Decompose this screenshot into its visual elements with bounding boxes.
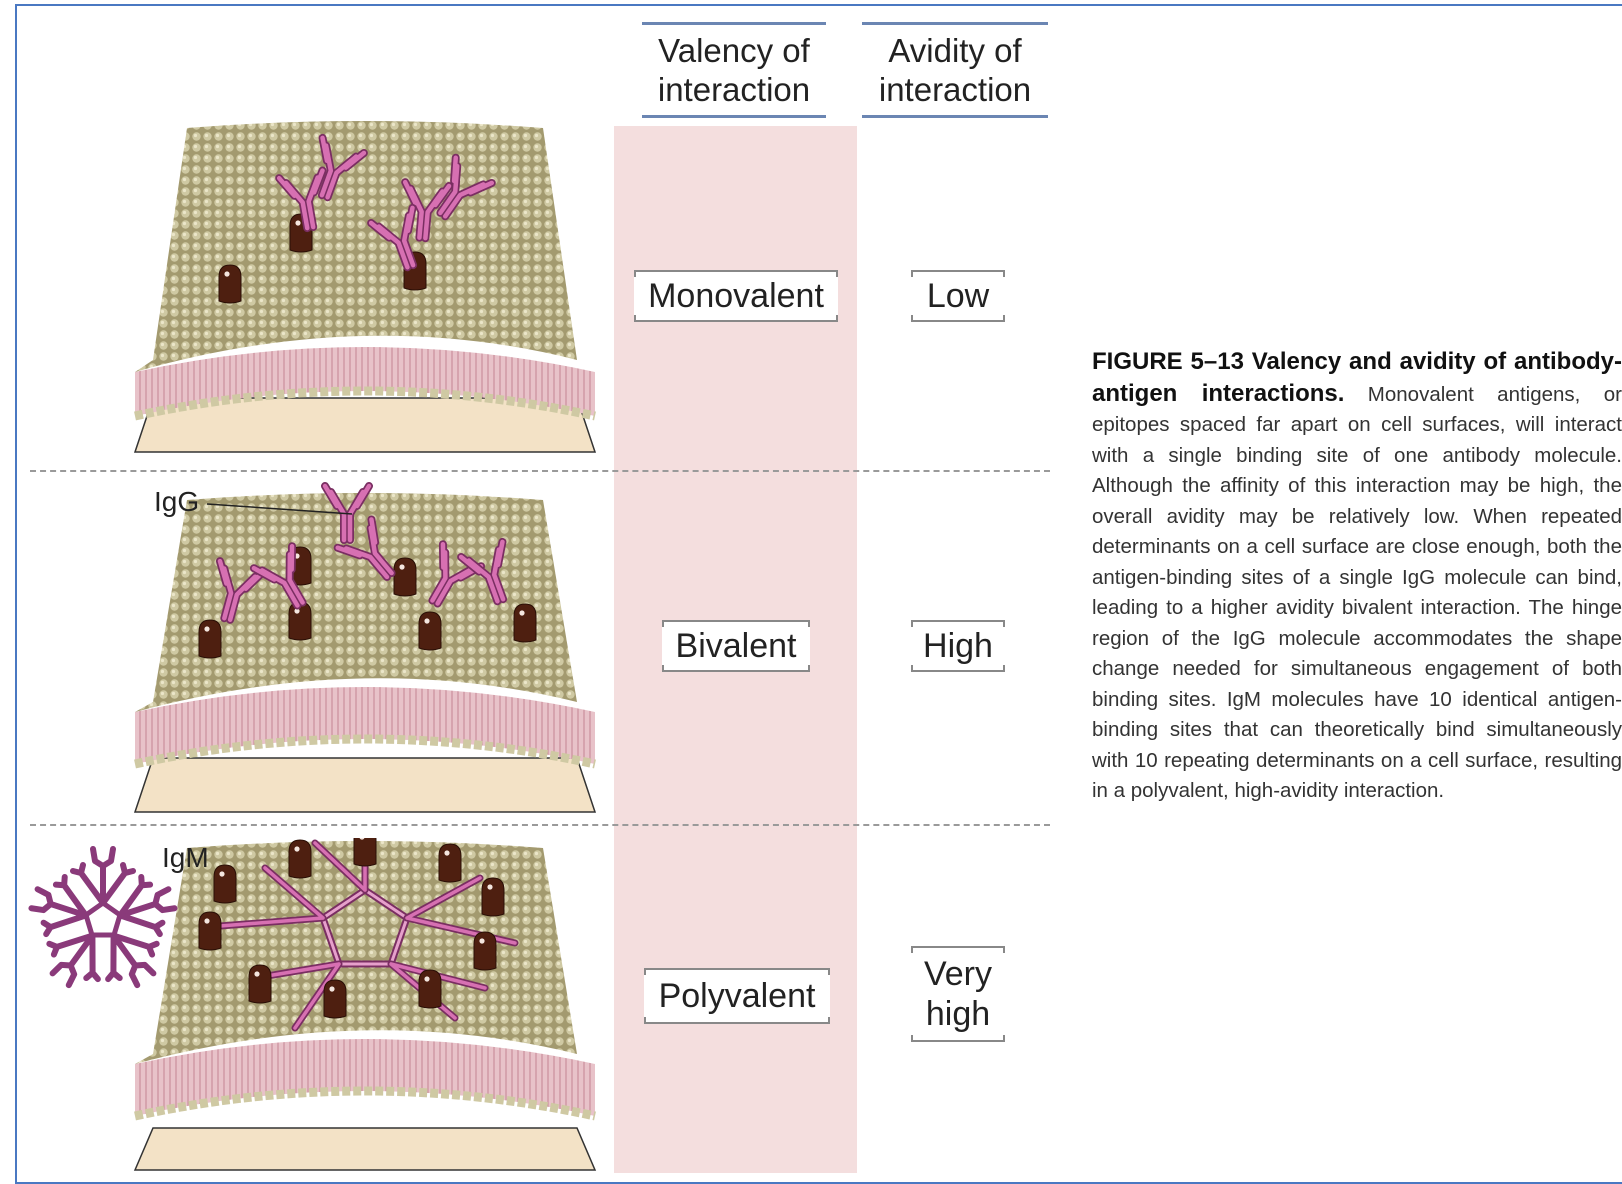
antigen (439, 844, 461, 882)
igg-label: IgG (154, 486, 199, 518)
row-2-valency-label: Bivalent (662, 620, 810, 672)
row-2-avidity-label: High (911, 620, 1005, 672)
antigen (419, 612, 441, 650)
antigen (214, 865, 236, 903)
membrane-base (135, 758, 595, 812)
row-3-avidity-label: Very high (911, 946, 1005, 1042)
antigen (482, 878, 504, 916)
antigen (324, 980, 346, 1018)
membrane-base (135, 1128, 595, 1170)
polyvalent-membrane-illustration (125, 838, 605, 1173)
valency-header-line1: Valency of (642, 31, 826, 70)
igm-label: IgM (162, 842, 209, 874)
row-1-valency-text: Monovalent (648, 277, 824, 315)
bivalent-membrane-illustration (125, 480, 605, 820)
antigen (474, 932, 496, 970)
antigen (419, 970, 441, 1008)
monovalent-membrane-illustration (125, 120, 605, 460)
row-3-avidity-line1: Very (911, 954, 1005, 994)
antigen (249, 965, 271, 1003)
membrane-surface (135, 841, 577, 1064)
row-3-valency-text: Polyvalent (659, 977, 816, 1015)
figure-caption: FIGURE 5–13 Valency and avidity of antib… (1092, 347, 1622, 807)
antigen (199, 620, 221, 658)
row-2-avidity-text: High (923, 627, 993, 665)
avidity-header-line2: interaction (862, 70, 1048, 109)
row-divider-2 (30, 824, 1050, 826)
avidity-header: Avidity of interaction (862, 22, 1048, 118)
avidity-header-line1: Avidity of (862, 31, 1048, 70)
row-1-avidity-text: Low (927, 277, 989, 315)
valency-header: Valency of interaction (642, 22, 826, 118)
antigen (394, 558, 416, 596)
antigen (354, 838, 376, 866)
antigen (514, 604, 536, 642)
antigen (219, 265, 241, 303)
row-3-valency-label: Polyvalent (644, 968, 830, 1024)
caption-body: Monovalent antigens, or epitopes spaced … (1092, 383, 1622, 803)
row-1-valency-label: Monovalent (634, 270, 838, 322)
antigen (289, 840, 311, 878)
igg-leader-line (207, 500, 357, 520)
row-3-avidity-line2: high (911, 994, 1005, 1034)
row-1-avidity-label: Low (911, 270, 1005, 322)
antigen (199, 912, 221, 950)
valency-header-line2: interaction (642, 70, 826, 109)
row-2-valency-text: Bivalent (676, 627, 797, 665)
row-divider-1 (30, 470, 1050, 472)
membrane-surface (135, 493, 577, 712)
